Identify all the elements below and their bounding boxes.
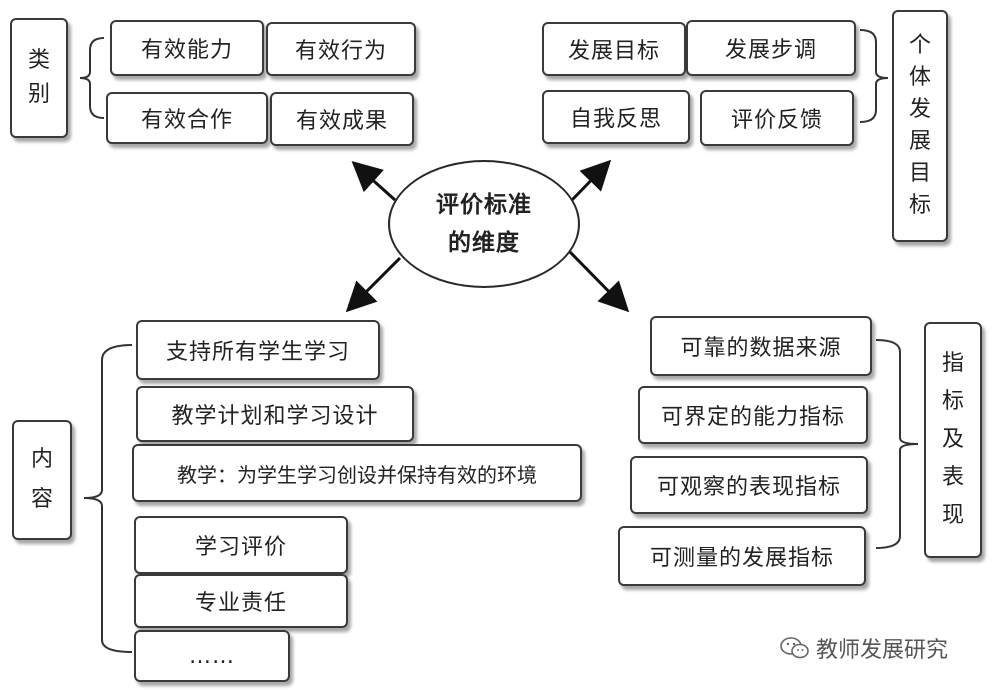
goals-bracket xyxy=(859,29,889,123)
content-item-ellipsis: …… xyxy=(134,630,290,682)
arrow-to-category xyxy=(351,160,397,202)
content-bracket xyxy=(83,344,133,653)
content-label: 内 容 xyxy=(12,420,72,540)
content-item-teaching-plan: 教学计划和学习设计 xyxy=(136,386,414,442)
indicators-bracket xyxy=(875,339,919,549)
watermark: 教师发展研究 xyxy=(780,632,948,664)
goals-item-evaluation-feedback: 评价反馈 xyxy=(700,90,854,146)
indicator-item-observable-performance: 可观察的表现指标 xyxy=(630,456,868,514)
goals-item-development-pace: 发展步调 xyxy=(686,20,856,76)
category-item-effective-cooperation: 有效合作 xyxy=(106,92,268,144)
goals-item-development-goal: 发展目标 xyxy=(542,22,686,76)
content-item-professional-responsibility: 专业责任 xyxy=(134,574,348,628)
category-item-effective-ability: 有效能力 xyxy=(110,20,264,76)
center-line-1: 评价标准 xyxy=(436,192,532,218)
wechat-icon xyxy=(780,637,809,659)
goals-item-self-reflection: 自我反思 xyxy=(542,90,690,144)
indicators-label: 指 标 及 表 现 xyxy=(924,322,982,558)
arrow-to-content xyxy=(345,256,402,313)
category-item-effective-results: 有效成果 xyxy=(270,92,414,146)
center-node: 评价标准 的维度 xyxy=(388,160,580,288)
watermark-text: 教师发展研究 xyxy=(816,638,949,663)
category-label: 类 别 xyxy=(10,18,68,138)
indicator-item-definable-ability: 可界定的能力指标 xyxy=(638,386,868,444)
category-bracket xyxy=(79,37,105,119)
indicator-item-measurable-development: 可测量的发展指标 xyxy=(618,526,866,586)
center-line-2: 的维度 xyxy=(448,230,520,256)
content-item-learning-assessment: 学习评价 xyxy=(134,516,348,574)
goals-label: 个 体 发 展 目 标 xyxy=(892,10,948,242)
arrow-to-indicators xyxy=(568,250,630,313)
indicator-item-reliable-data: 可靠的数据来源 xyxy=(650,316,872,376)
content-item-support-students: 支持所有学生学习 xyxy=(136,320,380,380)
content-item-teaching-environment: 教学：为学生学习创设并保持有效的环境 xyxy=(132,444,582,502)
category-item-effective-behavior: 有效行为 xyxy=(266,22,416,76)
arrow-to-goals xyxy=(570,159,612,202)
